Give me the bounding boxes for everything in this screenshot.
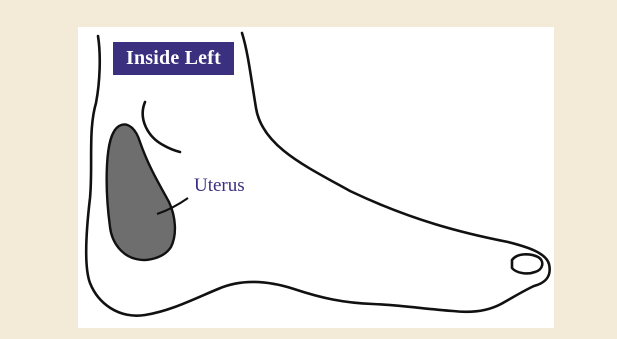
ankle-bone-outline <box>143 102 180 152</box>
uterus-label: Uterus <box>194 176 245 195</box>
inside-left-label: Inside Left <box>113 42 234 75</box>
toe-nail-outline <box>512 254 542 273</box>
foot-top-outline <box>86 33 549 316</box>
